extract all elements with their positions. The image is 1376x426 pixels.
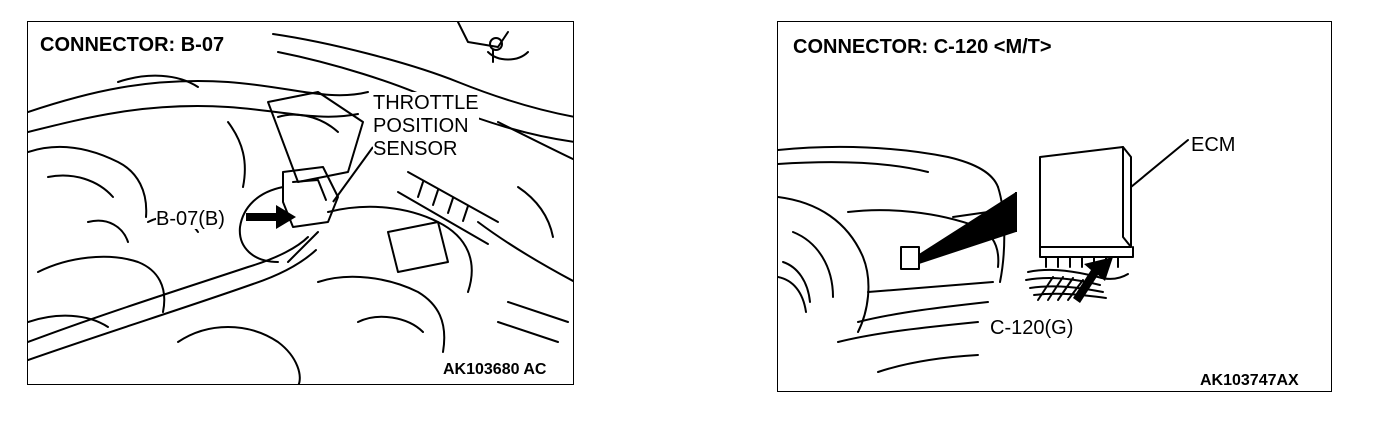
throttle-position-sensor-label: THROTTLE POSITION SENSOR	[373, 92, 479, 161]
connector-title: CONNECTOR: C-120 <M/T>	[793, 36, 1052, 58]
engine-bay-illustration	[28, 22, 573, 384]
connector-c120g-label: C-120(G)	[990, 317, 1074, 339]
connector-b07-panel: CONNECTOR: B-07 THROTTLE POSITION SENSOR…	[27, 21, 574, 385]
figure-code: AK103680 AC	[443, 361, 547, 378]
connector-b07b-label: B-07(B)	[156, 208, 225, 230]
arrow-icon	[1073, 257, 1113, 303]
dashboard-ecm-illustration	[778, 139, 1189, 373]
ecm-label: ECM	[1191, 134, 1236, 156]
figure-code: AK103747AX	[1200, 372, 1299, 389]
arrow-icon	[246, 205, 296, 229]
connector-c120-panel: CONNECTOR: C-120 <M/T> ECM C-120(G) AK10…	[777, 21, 1332, 392]
connector-title: CONNECTOR: B-07	[40, 34, 225, 56]
